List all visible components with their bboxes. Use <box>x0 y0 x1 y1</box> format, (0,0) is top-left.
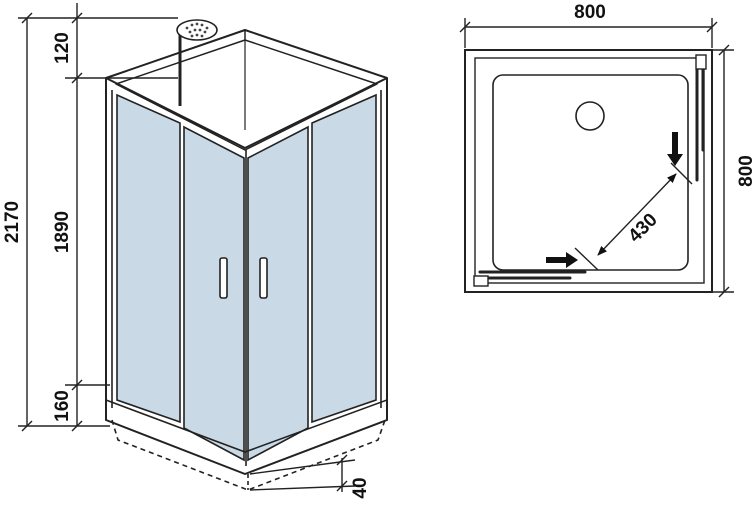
tray-depth-dimension <box>249 454 356 492</box>
glass-panel-left-door <box>183 125 245 462</box>
arrow-down-icon <box>667 132 683 166</box>
door-direction-arrows <box>546 132 683 268</box>
glass-panel-left-outer <box>116 93 181 424</box>
door-rails <box>473 54 707 287</box>
glass-panel-right-door <box>247 125 309 462</box>
shower-head <box>176 19 218 106</box>
dimension-430: 430 <box>624 209 661 246</box>
glass-panels <box>116 93 377 462</box>
glass-panel-right-outer <box>311 93 377 424</box>
side-view: 2170 120 1890 160 <box>2 3 388 499</box>
dimension-120: 120 <box>52 32 73 64</box>
plan-view: 800 800 <box>459 2 755 298</box>
dimension-1890: 1890 <box>52 211 73 253</box>
dimension-160: 160 <box>52 390 73 422</box>
tray-outline <box>464 49 713 293</box>
door-frame-posts <box>111 90 382 466</box>
door-handle-left <box>219 257 228 299</box>
cabin-frame <box>105 29 388 475</box>
depth-dimension-line <box>712 44 734 298</box>
opening-dimension <box>574 162 693 271</box>
dimension-2170: 2170 <box>2 201 23 243</box>
dimension-800-width: 800 <box>574 2 606 23</box>
width-dimension-line <box>459 18 718 48</box>
drain <box>575 101 605 131</box>
tray-basin <box>492 74 689 271</box>
shower-tray <box>105 399 388 491</box>
vertical-dimension-lines <box>18 3 178 432</box>
dimension-40: 40 <box>350 477 371 498</box>
dimension-800-depth: 800 <box>736 155 755 187</box>
arrow-right-icon <box>546 252 578 268</box>
door-handle-right <box>259 257 268 299</box>
